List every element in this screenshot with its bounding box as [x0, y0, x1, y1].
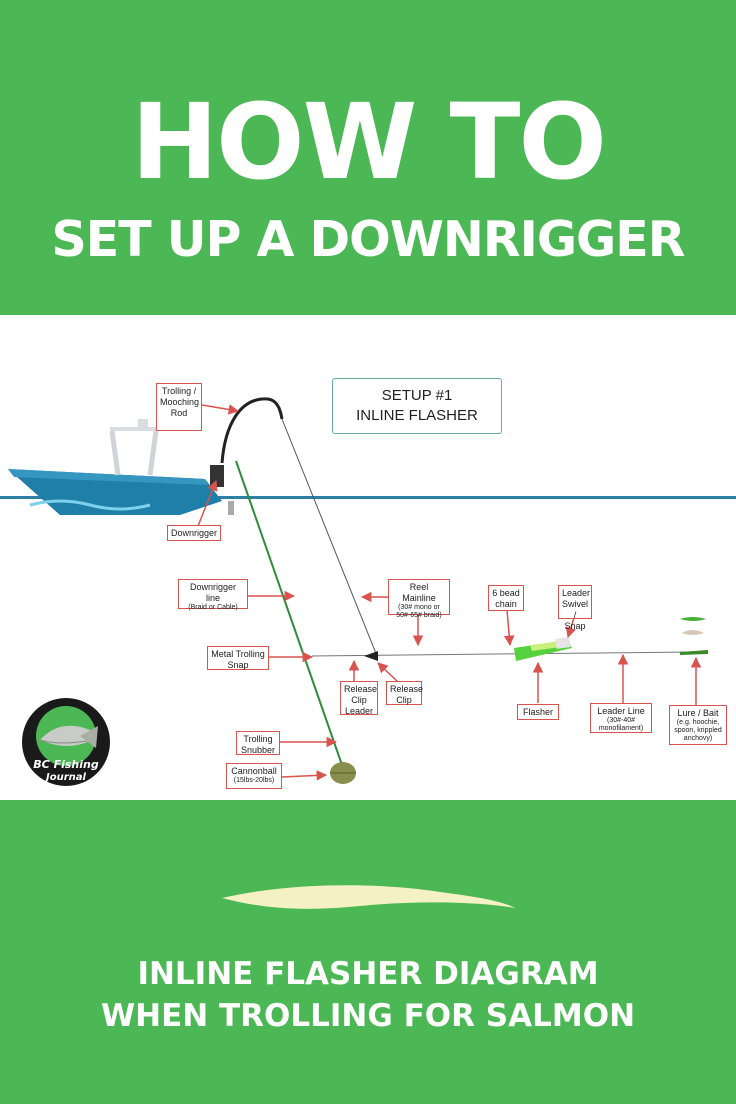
water-line — [0, 496, 736, 499]
logo-text-line1: BC Fishing — [33, 758, 99, 771]
label-bead-chain: 6 bead chain — [488, 585, 524, 611]
label-cannonball: Cannonball (15lbs-20lbs) — [226, 763, 282, 789]
header-band — [0, 0, 736, 315]
label-downrigger-line-sub: (Braid or Cable) — [188, 604, 238, 611]
setup-title-box: SETUP #1 INLINE FLASHER — [332, 378, 502, 434]
setup-title-line1: SETUP #1 — [381, 387, 453, 404]
caption-line2: WHEN TROLLING FOR SALMON — [100, 998, 636, 1034]
label-rod: Trolling / Mooching Rod — [156, 383, 202, 431]
label-reel-mainline: Reel Mainline (30# mono or 50#-65# braid… — [388, 579, 450, 619]
label-leader-swivel: Leader Swivel / Snap — [558, 585, 592, 631]
label-metal-snap: Metal Trolling Snap — [207, 646, 269, 670]
label-leader-line-text: Leader Line — [597, 706, 645, 716]
label-lure-bait-text: Lure / Bait — [677, 708, 719, 718]
caption-line1: INLINE FLASHER DIAGRAM — [137, 956, 599, 992]
boat — [8, 419, 234, 515]
label-reel-mainline-sub: (30# mono or 50#-65# braid) — [396, 604, 442, 619]
label-release-clip-leader: Release Clip Leader — [340, 681, 378, 716]
flasher-graphic — [514, 637, 572, 661]
downrigger-line — [235, 460, 343, 766]
logo-text-line2: Journal — [44, 772, 87, 783]
page-title: HOW TO — [131, 81, 607, 203]
setup-title-line2: INLINE FLASHER — [356, 407, 478, 424]
label-lure-bait: Lure / Bait (e.g. hoochie, spoon, krippl… — [669, 705, 727, 745]
label-downrigger-line-text: Downrigger line — [189, 582, 237, 603]
label-leader-line-sub: (30#-40# monofilament) — [598, 717, 644, 732]
label-leader-line: Leader Line (30#-40# monofilament) — [590, 703, 652, 733]
label-cannonball-text: Cannonball — [231, 766, 277, 776]
label-cannonball-sub: (15lbs-20lbs) — [233, 777, 275, 784]
lure-graphic — [680, 617, 708, 655]
label-reel-mainline-text: Reel Mainline — [402, 582, 436, 603]
diagram-graphic — [0, 397, 736, 784]
decorative-swoosh — [222, 885, 515, 909]
page-subtitle: SET UP A DOWNRIGGER — [51, 211, 686, 268]
label-flasher: Flasher — [517, 704, 559, 720]
logo-graphic: BC Fishing Journal — [22, 698, 110, 786]
reel-mainline — [281, 418, 378, 657]
bc-fishing-journal-logo: BC Fishing Journal — [20, 696, 112, 788]
release-clip-graphic — [364, 651, 378, 661]
rod — [220, 397, 284, 464]
label-release-clip: Release Clip — [386, 681, 423, 705]
label-downrigger: Downrigger — [167, 525, 221, 541]
label-lure-bait-sub: (e.g. hoochie, spoon, krippled anchovy) — [674, 719, 722, 742]
footer-band — [0, 800, 736, 1104]
label-trolling-snubber: Trolling Snubber — [236, 731, 280, 755]
label-downrigger-line: Downrigger line (Braid or Cable) — [178, 579, 248, 611]
